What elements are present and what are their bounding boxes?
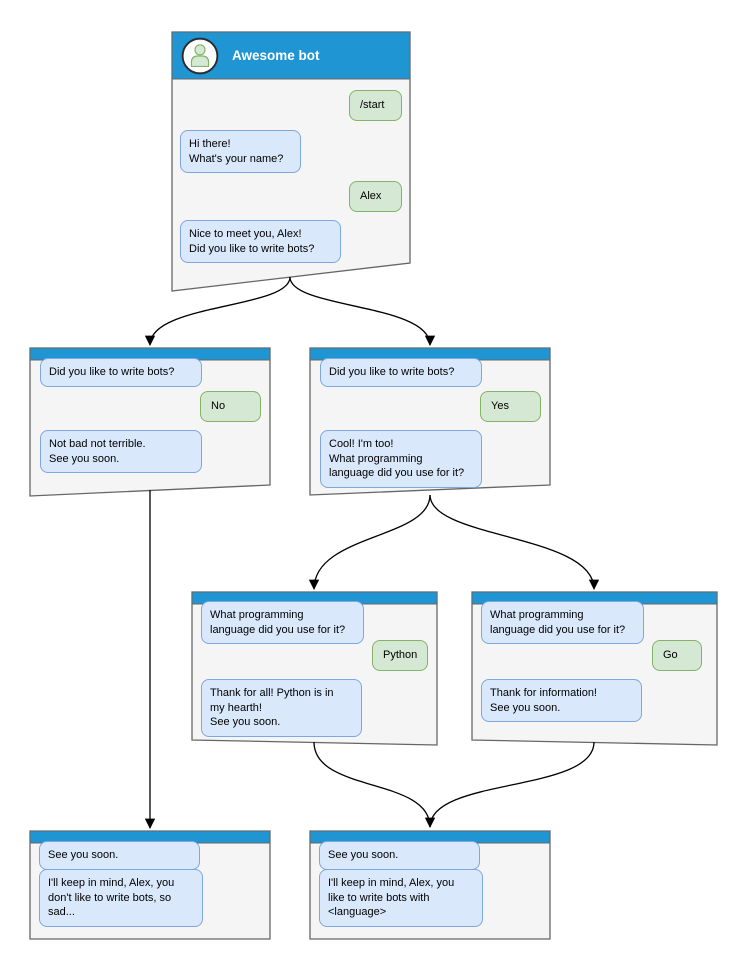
arrow-go-to-end (429, 741, 595, 828)
bot-message-end-no: I'll keep in mind, Alex, you don't like … (39, 869, 203, 927)
context-message-end-no: See you soon. (39, 841, 200, 870)
user-message-yes: Yes (480, 391, 541, 422)
person-head (194, 43, 206, 55)
bot-message-ask-bots: Nice to meet you, Alex! Did you like to … (180, 220, 341, 264)
context-message-python-branch: What programming language did you use fo… (201, 601, 364, 645)
user-message-no: No (200, 391, 261, 422)
chat-header: Awesome bot (172, 32, 410, 79)
context-message-yes-branch: Did you like to write bots? (320, 358, 482, 387)
context-message-no-branch: Did you like to write bots? (40, 358, 202, 387)
bot-message-no-reply: Not bad not terrible. See you soon. (40, 430, 202, 474)
arrow-start-to-no (144, 276, 291, 347)
bot-message-end-yes: I'll keep in mind, Alex, you like to wri… (319, 869, 483, 927)
context-message-go-branch: What programming language did you use fo… (481, 601, 644, 645)
arrow-python-to-end (313, 741, 436, 829)
bot-avatar-icon (181, 37, 219, 74)
arrow-start-to-yes (289, 276, 436, 347)
user-message-name: Alex (349, 181, 402, 212)
bot-message-greeting: Hi there! What's your name? (180, 130, 301, 174)
arrow-yes-to-python (308, 494, 431, 591)
bot-message-go-reply: Thank for information! See you soon. (481, 679, 642, 723)
arrow-yes-to-go (429, 494, 600, 591)
user-message-go: Go (652, 640, 702, 671)
person-body (190, 54, 210, 67)
context-message-end-yes: See you soon. (319, 841, 480, 870)
bot-message-python-reply: Thank for all! Python is in my hearth! S… (201, 679, 362, 737)
user-message-python: Python (372, 640, 429, 671)
bot-message-yes-reply: Cool! I'm too! What programming language… (320, 430, 482, 488)
user-message-start-command: /start (349, 90, 402, 121)
bot-title: Awesome bot (232, 48, 320, 63)
titlebar-start (171, 31, 411, 80)
